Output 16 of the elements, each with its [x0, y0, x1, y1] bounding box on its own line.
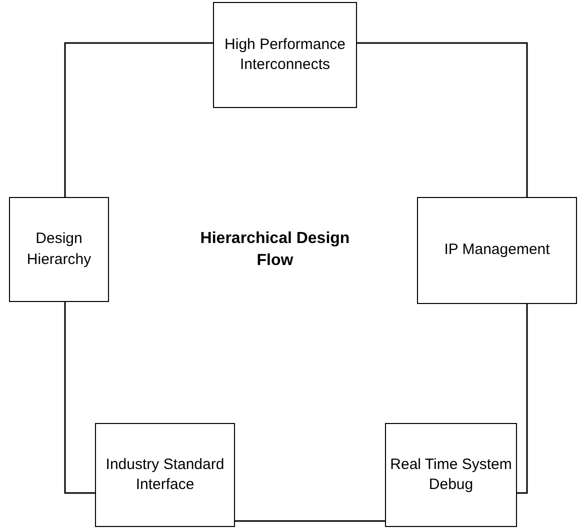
box-label: Industry Standard Interface: [104, 454, 226, 495]
box-label: High Performance Interconnects: [224, 34, 346, 75]
process-box: [385, 423, 517, 527]
box-label: IP Management: [444, 240, 550, 260]
box-label: Design Hierarchy: [26, 229, 92, 270]
connector-line: [235, 520, 385, 522]
process-box: [95, 423, 235, 527]
process-box: [213, 2, 357, 108]
process-box: [417, 197, 577, 304]
box-label: Real Time System Debug: [390, 454, 512, 495]
process-box: [9, 197, 109, 302]
connector-line: [357, 42, 528, 197]
connector-line: [64, 302, 95, 494]
connector-line: [64, 42, 213, 197]
connector-line: [517, 304, 528, 494]
diagram-title: Hierarchical Design Flow: [200, 229, 350, 272]
